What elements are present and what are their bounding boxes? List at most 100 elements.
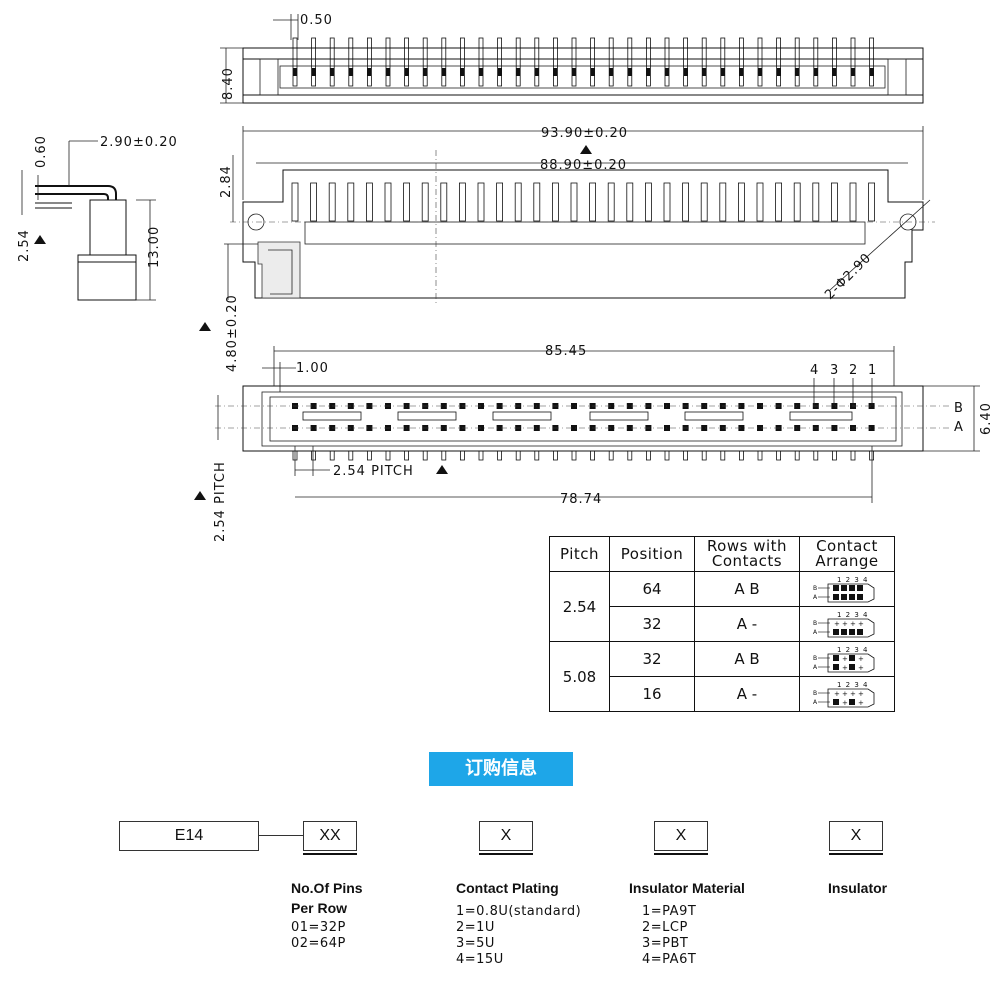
- pin-a: [868, 425, 875, 431]
- material-option: 4=PA6T: [642, 952, 697, 967]
- pin: [514, 182, 522, 222]
- arrange-a: A: [813, 699, 818, 706]
- pin-a: [626, 425, 633, 431]
- slot: [492, 411, 552, 421]
- arrange-a: A: [813, 594, 818, 601]
- pin-leg: [348, 450, 354, 461]
- pin: [553, 37, 558, 87]
- cell-rows: A B: [694, 641, 800, 677]
- pin: [719, 182, 727, 222]
- pin-leg: [553, 450, 558, 461]
- pin: [589, 182, 596, 222]
- slot: [684, 411, 744, 421]
- header-arrange: Contact Arrange: [799, 536, 895, 572]
- pin-contact: [590, 68, 595, 76]
- pin-contact: [776, 68, 781, 76]
- pos-2-label: 2: [849, 363, 858, 378]
- pin: [533, 182, 541, 222]
- cell-position: 32: [609, 641, 695, 677]
- cell-position: 16: [609, 676, 695, 712]
- pin-leg: [664, 450, 670, 461]
- pin: [310, 182, 318, 222]
- slot: [589, 411, 649, 421]
- pin: [422, 37, 428, 87]
- row-a-label: A: [954, 420, 964, 435]
- pin-b: [366, 403, 373, 409]
- pins-heading-2: Per Row: [291, 900, 348, 916]
- pos-3-label: 3: [830, 363, 839, 378]
- svg-text:+: +: [858, 699, 864, 707]
- pin: [738, 182, 745, 222]
- pin: [458, 182, 466, 222]
- pin-leg: [497, 450, 503, 461]
- pin: [590, 37, 595, 87]
- arrange-numbers: 1 2 3 4: [837, 576, 869, 584]
- contact-arrange-icon: 1 2 3 4BA++++++: [813, 681, 875, 708]
- arrange-b: B: [813, 585, 817, 592]
- pin: [291, 182, 299, 222]
- pin: [849, 182, 857, 222]
- connector-line: [258, 835, 303, 836]
- pin-leg: [590, 450, 595, 461]
- side-view: 0.60 2.90±0.20 2.54 13.00: [17, 135, 178, 301]
- pin: [850, 37, 856, 87]
- pin: [832, 37, 837, 87]
- table-header-row: Pitch Position Rows with Contacts Contac…: [549, 536, 895, 572]
- pin-b: [310, 403, 317, 409]
- svg-text:+: +: [842, 655, 848, 663]
- svg-text:+: +: [842, 690, 848, 698]
- pin-leg: [776, 450, 781, 461]
- dim-2-90: 2.90±0.20: [100, 135, 178, 150]
- pin-leg: [720, 450, 726, 461]
- slot: [302, 411, 362, 421]
- pin-a: [831, 425, 838, 431]
- plating-option: 4=15U: [456, 952, 504, 967]
- pin: [496, 182, 504, 222]
- dim-88-90: 88.90±0.20: [540, 158, 627, 173]
- pin: [700, 182, 708, 222]
- pin-a: [310, 425, 317, 431]
- svg-text:+: +: [858, 655, 864, 663]
- pin-leg: [701, 450, 707, 461]
- pin: [570, 182, 578, 222]
- pin-contact: [404, 68, 409, 76]
- cell-rows: A -: [694, 676, 800, 712]
- pin-b: [608, 403, 615, 409]
- pin-contact: [683, 68, 688, 76]
- pin: [384, 182, 392, 222]
- header-rows: Rows with Contacts: [694, 536, 800, 572]
- arrange-b: B: [813, 690, 817, 697]
- pin: [739, 37, 744, 87]
- pin-leg: [683, 450, 688, 461]
- contact-table: Pitch Position Rows with Contacts Contac…: [549, 536, 895, 712]
- dim-85-45: 85.45: [545, 344, 587, 359]
- pins-option: 02=64P: [291, 936, 346, 951]
- top-view: 0.50 8.40: [220, 13, 924, 104]
- pin-leg: [534, 450, 540, 461]
- underline: [829, 853, 883, 855]
- pin-a: [608, 425, 615, 431]
- pin: [608, 37, 614, 87]
- cell-pitch: 2.54: [549, 571, 610, 642]
- pin: [311, 37, 317, 87]
- pin-leg: [404, 450, 410, 461]
- pin-leg: [794, 450, 800, 461]
- pin-contact: [720, 68, 725, 76]
- pin-contact: [851, 68, 855, 76]
- dim-4-80: 4.80±0.20: [225, 294, 240, 372]
- dim-0-50: 0.50: [300, 13, 333, 28]
- pin: [366, 37, 372, 87]
- order-field-material: X: [654, 821, 708, 851]
- pin-a: [366, 425, 373, 431]
- pin: [869, 37, 874, 87]
- order-field-plating: X: [479, 821, 533, 851]
- cell-position: 64: [609, 571, 695, 607]
- contact-arrange-icon: 1 2 3 4BA++++: [813, 646, 875, 673]
- pin-contact: [497, 68, 502, 76]
- dim-pitch-v: 2.54 PITCH: [213, 461, 228, 542]
- svg-text:+: +: [858, 620, 864, 628]
- dim-2-84: 2.84: [219, 165, 234, 198]
